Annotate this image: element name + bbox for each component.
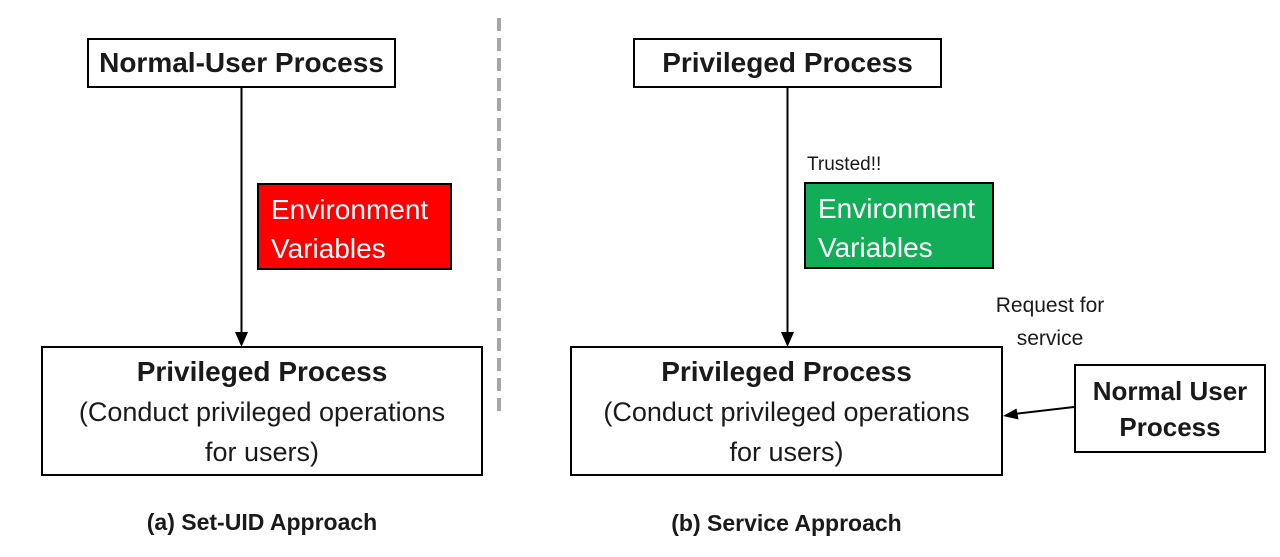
privileged-process-desc-line2: for users)	[729, 436, 844, 467]
trusted-environment-variables-box: Environment Variables	[804, 182, 994, 269]
untrusted-environment-variables-box: Environment Variables	[257, 183, 452, 270]
privileged-process-top-box: Privileged Process	[633, 38, 942, 88]
privileged-process-desc-line2: for users)	[204, 436, 320, 467]
normal-user-process-label: Normal-User Process	[99, 47, 384, 78]
request-for-service-label: Request for service	[960, 289, 1140, 355]
request-label-line2: service	[1016, 327, 1084, 350]
left-flow-arrowhead	[235, 332, 248, 347]
right-flow-arrowhead	[781, 332, 794, 347]
normal-user-label-line2: Process	[1119, 411, 1221, 442]
env-variables-label-line1: Environment	[818, 193, 976, 224]
privileged-process-box-setuid: Privileged Process (Conduct privileged o…	[41, 346, 483, 476]
caption-setuid-approach: (a) Set-UID Approach	[146, 509, 378, 535]
privileged-process-box-service: Privileged Process (Conduct privileged o…	[570, 346, 1003, 476]
privileged-process-desc-line1: (Conduct privileged operations	[78, 396, 446, 427]
normal-user-process-box: Normal-User Process	[87, 38, 396, 88]
normal-user-label-line1: Normal User	[1092, 375, 1248, 406]
trusted-label: Trusted!!	[807, 154, 882, 175]
request-arrowhead	[1003, 408, 1019, 420]
privileged-process-desc-line1: (Conduct privileged operations	[603, 396, 970, 427]
privileged-process-title: Privileged Process	[136, 355, 388, 387]
caption-service-approach: (b) Service Approach	[671, 510, 902, 536]
env-variables-label-line2: Variables	[818, 232, 933, 263]
privileged-process-title: Privileged Process	[661, 355, 912, 387]
env-variables-label-line2: Variables	[271, 233, 386, 264]
request-arrow-line	[1013, 406, 1075, 415]
env-variables-label-line1: Environment	[271, 194, 429, 225]
privileged-process-top-label: Privileged Process	[662, 47, 913, 78]
request-label-line1: Request for	[995, 294, 1105, 317]
normal-user-process-box-service: Normal User Process	[1074, 364, 1266, 453]
